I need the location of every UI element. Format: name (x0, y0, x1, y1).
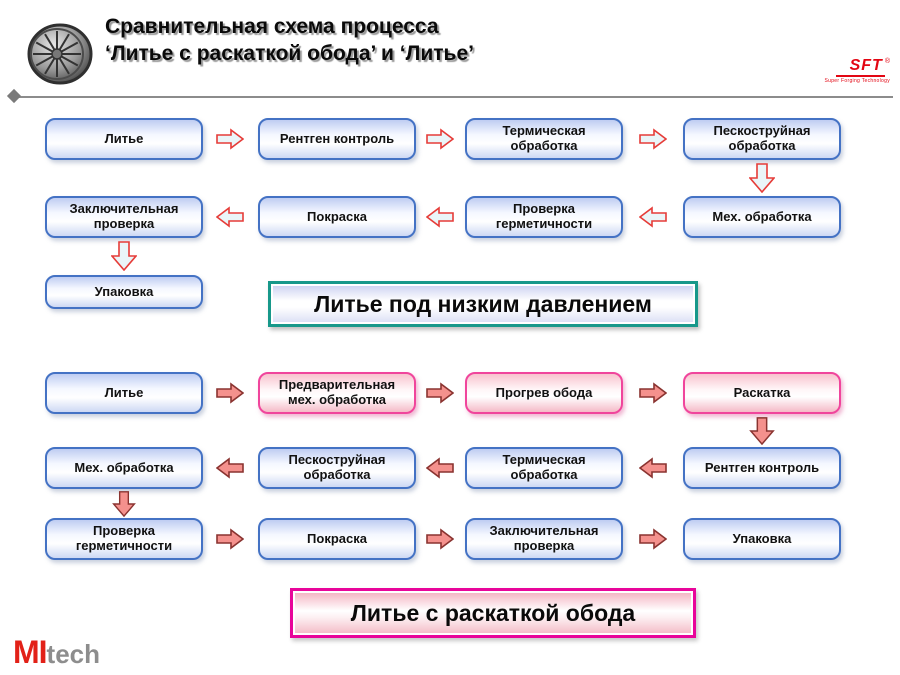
process-step-box: Рентген контроль (258, 118, 416, 160)
mitech-logo-primary: MI (13, 634, 48, 670)
process-step-box: Покраска (258, 518, 416, 560)
process-step-box: Раскатка (683, 372, 841, 414)
flow-arrow-left-icon (426, 457, 454, 479)
mitech-logo-secondary: tech (46, 639, 101, 669)
process-step-box: Прогрев обода (465, 372, 623, 414)
flow-arrow-down-icon (749, 417, 775, 445)
flow-arrow-right-icon (426, 128, 454, 150)
divider-diamond-icon (6, 88, 22, 104)
process-step-box: Литье (45, 118, 203, 160)
flow-arrow-right-icon (426, 528, 454, 550)
process-step-box: Пескоструйная обработка (258, 447, 416, 489)
process-step-box: Мех. обработка (45, 447, 203, 489)
process-step-box: Упаковка (683, 518, 841, 560)
flow-arrow-right-icon (216, 128, 244, 150)
process-step-box: Упаковка (45, 275, 203, 309)
process-step-box: Предварительная мех. обработка (258, 372, 416, 414)
process-step-box: Проверка герметичности (465, 196, 623, 238)
process-step-box: Рентген контроль (683, 447, 841, 489)
flow-arrow-right-icon (639, 128, 667, 150)
flow-arrow-left-icon (216, 457, 244, 479)
flow-arrow-right-icon (216, 528, 244, 550)
header-divider (12, 96, 893, 98)
flow-arrow-right-icon (216, 382, 244, 404)
sft-logo: SFT® Super Forging Technology (825, 58, 890, 84)
process-step-box: Заключительная проверка (465, 518, 623, 560)
process-step-box: Мех. обработка (683, 196, 841, 238)
page-title-line1: Сравнительная схема процесса (105, 15, 439, 38)
flow-arrow-down-icon (111, 491, 137, 517)
sft-tagline: Super Forging Technology (824, 78, 890, 84)
top-process-label: Литье под низким давлением (268, 281, 698, 327)
flow-arrow-down-icon (749, 163, 775, 193)
flow-arrow-right-icon (426, 382, 454, 404)
process-step-box: Покраска (258, 196, 416, 238)
process-step-box: Пескоструйная обработка (683, 118, 841, 160)
sft-registered-mark: ® (884, 58, 890, 65)
flow-arrow-right-icon (639, 528, 667, 550)
flow-arrow-left-icon (639, 206, 667, 228)
flow-arrow-left-icon (216, 206, 244, 228)
mitech-logo: MItech (13, 636, 100, 668)
process-step-box: Термическая обработка (465, 118, 623, 160)
flow-arrow-down-icon (111, 241, 137, 271)
sft-logo-text: SFT (835, 58, 885, 77)
process-step-box: Заключительная проверка (45, 196, 203, 238)
process-step-box: Литье (45, 372, 203, 414)
process-step-box: Проверка герметичности (45, 518, 203, 560)
bottom-process-label: Литье с раскаткой обода (290, 588, 696, 638)
process-step-box: Термическая обработка (465, 447, 623, 489)
page-title: Сравнительная схема процесса ‘Литье с ра… (105, 13, 474, 68)
flow-arrow-right-icon (639, 382, 667, 404)
flow-arrow-left-icon (639, 457, 667, 479)
page-title-line2: ‘Литье с раскаткой обода’ и ‘Литье’ (105, 42, 474, 66)
alloy-wheel-logo-icon (27, 23, 93, 85)
flow-arrow-left-icon (426, 206, 454, 228)
